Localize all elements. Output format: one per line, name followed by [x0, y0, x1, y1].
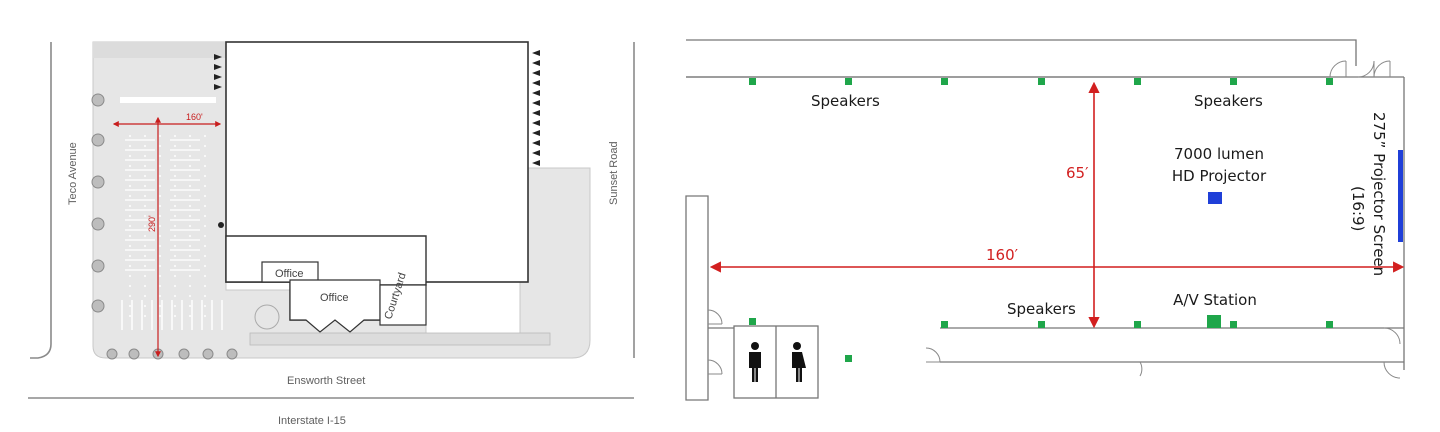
- interstate-label: Interstate I-15: [278, 415, 346, 427]
- doors: [707, 60, 1401, 379]
- walkway: [249, 332, 551, 346]
- teco-avenue-curb: [30, 42, 52, 359]
- speakers-bottom-label: Speakers: [1007, 300, 1076, 318]
- site-length-label: 290': [147, 215, 157, 232]
- ensworth-street-label: Ensworth Street: [287, 375, 365, 387]
- site-plan: Office Office Courtyard 160' 290' Teco A…: [28, 41, 635, 427]
- projector-label-line1: 7000 lumen: [1174, 145, 1264, 163]
- site-width-label: 160': [186, 112, 203, 122]
- screen-label-line2: (16:9): [1349, 186, 1367, 231]
- entry-marker: [218, 222, 224, 228]
- trees-west: [91, 93, 105, 313]
- hall-width-label: 65′: [1066, 164, 1089, 182]
- women-restroom-icon: [792, 342, 806, 382]
- loading-docks-east: [532, 50, 540, 166]
- north-corridor-wall: [686, 39, 1357, 66]
- av-station-label: A/V Station: [1173, 291, 1257, 309]
- speakers-top-right-label: Speakers: [1194, 92, 1263, 110]
- speakers-top-left-label: Speakers: [811, 92, 880, 110]
- hall-length-label: 160′: [986, 246, 1019, 264]
- projector-marker: [1208, 192, 1222, 204]
- speakers: [749, 78, 1333, 362]
- west-block: [685, 195, 709, 401]
- av-station-marker: [1207, 315, 1221, 328]
- sunset-road-label: Sunset Road: [608, 141, 620, 205]
- sidewalk-strip: [93, 42, 226, 58]
- projector-screen: [1398, 150, 1403, 242]
- men-restroom-icon: [749, 342, 761, 382]
- office-small-label: Office: [275, 268, 304, 280]
- loading-docks-west: [214, 54, 222, 90]
- office-main-label: Office: [320, 292, 349, 304]
- courtyard-area: [379, 284, 427, 326]
- screen-label-line1: 275” Projector Screen: [1370, 112, 1388, 276]
- projector-label-line2: HD Projector: [1172, 167, 1267, 185]
- parking-stalls: [120, 97, 223, 330]
- hall-south-wall: [940, 327, 1404, 363]
- fountain: [254, 304, 280, 330]
- teco-avenue-label: Teco Avenue: [67, 142, 79, 205]
